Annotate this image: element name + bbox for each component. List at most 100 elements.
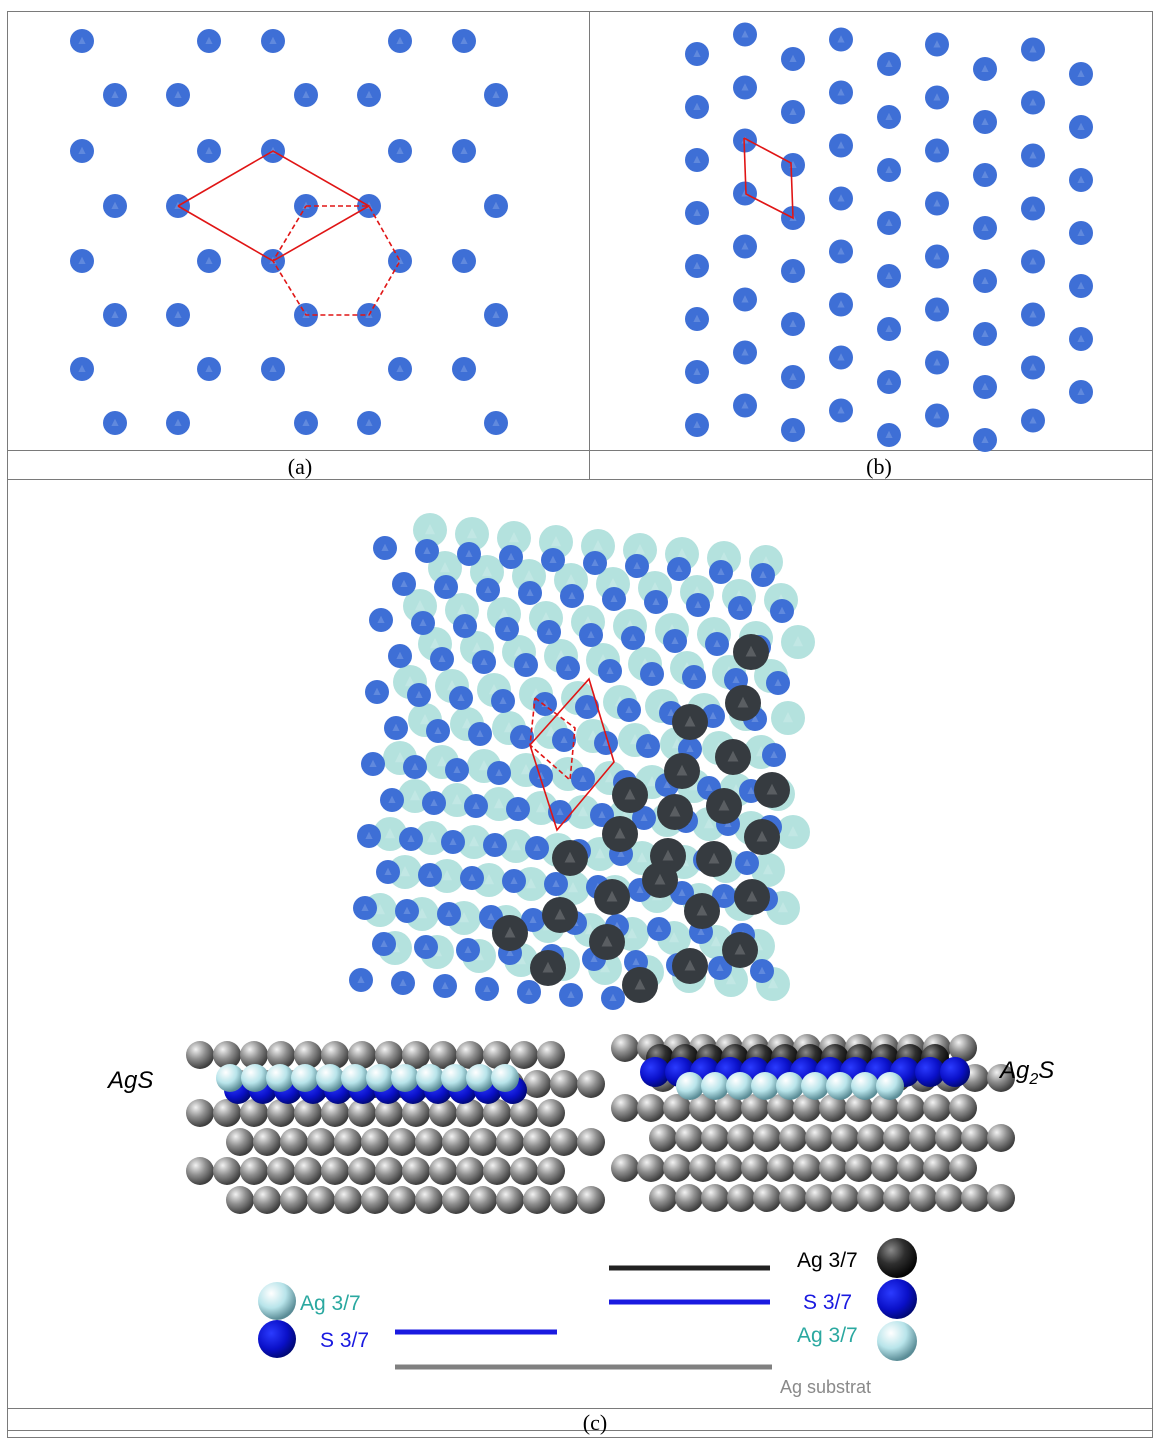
side-silver-light-atom — [416, 1064, 444, 1092]
c-sulfur-atom — [537, 620, 561, 644]
b-sulfur-atom — [829, 27, 853, 52]
a-sulfur-atom — [484, 83, 508, 107]
substrate-atom — [280, 1186, 308, 1214]
substrate-atom — [442, 1186, 470, 1214]
substrate-atom — [753, 1184, 781, 1212]
side-silver-light-atom — [391, 1064, 419, 1092]
c-sulfur-atom — [391, 971, 415, 995]
c-sulfur-atom — [552, 728, 576, 752]
b-sulfur-atom — [1069, 221, 1093, 245]
substrate-atom — [388, 1128, 416, 1156]
c-silver-top-atom — [776, 815, 810, 849]
substrate-atom — [935, 1124, 963, 1152]
substrate-atom — [909, 1184, 937, 1212]
legend-right-ag-dark-sphere — [877, 1238, 917, 1278]
c-sulfur-atom — [617, 698, 641, 722]
c-sulfur-atom — [403, 755, 427, 779]
b-sulfur-atom — [685, 42, 709, 66]
b-sulfur-atom — [685, 95, 709, 119]
substrate-atom — [402, 1099, 430, 1127]
c-sulfur-atom — [415, 539, 439, 563]
substrate-atom — [483, 1041, 511, 1069]
substrate-atom — [213, 1041, 241, 1069]
c-sulfur-atom — [376, 860, 400, 884]
substrate-atom — [767, 1094, 795, 1122]
a-sulfur-atom — [70, 29, 94, 53]
substrate-atom — [923, 1154, 951, 1182]
a-sulfur-atom — [484, 411, 508, 435]
substrate-atom — [949, 1094, 977, 1122]
b-sulfur-atom — [973, 375, 997, 399]
substrate-atom — [537, 1157, 565, 1185]
legend-right-ag-light-sphere — [877, 1321, 917, 1361]
c-sulfur-atom — [418, 863, 442, 887]
c-sulfur-atom — [632, 806, 656, 830]
caption-b: (b) — [866, 454, 892, 479]
substrate-atom — [987, 1064, 1015, 1092]
legend-substrate: Ag substrat — [780, 1377, 872, 1397]
c-sulfur-atom — [708, 956, 732, 980]
a-sulfur-atom — [452, 249, 476, 273]
side-silver-light-atom — [366, 1064, 394, 1092]
c-sulfur-atom — [495, 617, 519, 641]
b-sulfur-atom — [925, 32, 949, 57]
a-sulfur-atom — [452, 29, 476, 53]
substrate-atom — [456, 1099, 484, 1127]
b-sulfur-atom — [685, 307, 709, 331]
panel-b-lattice — [685, 22, 1093, 452]
side-silver-light-atom — [491, 1064, 519, 1092]
b-sulfur-atom — [781, 100, 805, 124]
substrate-atom — [689, 1154, 717, 1182]
a-sulfur-atom — [388, 357, 412, 381]
b-sulfur-atom — [829, 80, 853, 105]
substrate-atom — [429, 1099, 457, 1127]
legend-left-ag: Ag 3/7 — [300, 1292, 361, 1315]
b-sulfur-atom — [1069, 380, 1093, 404]
substrate-atom — [577, 1070, 605, 1098]
substrate-atom — [334, 1186, 362, 1214]
c-sulfur-atom — [762, 743, 786, 767]
substrate-atom — [701, 1184, 729, 1212]
a-sulfur-atom — [197, 249, 221, 273]
substrate-atom — [871, 1154, 899, 1182]
substrate-atom — [402, 1157, 430, 1185]
legend-left-s: S 3/7 — [320, 1329, 370, 1352]
c-sulfur-atom — [502, 869, 526, 893]
c-sulfur-atom — [395, 899, 419, 923]
panel-a-lattice — [70, 29, 508, 435]
substrate-atom — [334, 1128, 362, 1156]
c-sulfur-atom — [705, 632, 729, 656]
b-sulfur-atom — [925, 350, 949, 375]
c-sulfur-atom — [712, 884, 736, 908]
a-sulfur-atom — [103, 83, 127, 107]
c-silver-top-atom — [388, 855, 422, 889]
substrate-atom — [375, 1041, 403, 1069]
a-sulfur-atom — [70, 139, 94, 163]
c-sulfur-atom — [349, 968, 373, 992]
c-sulfur-atom — [437, 902, 461, 926]
substrate-atom — [577, 1186, 605, 1214]
c-sulfur-atom — [544, 872, 568, 896]
a-sulfur-atom — [452, 357, 476, 381]
b-sulfur-atom — [781, 312, 805, 336]
substrate-atom — [537, 1099, 565, 1127]
c-sulfur-atom — [372, 932, 396, 956]
b-sulfur-atom — [1021, 355, 1045, 380]
substrate-atom — [361, 1186, 389, 1214]
a-sulfur-atom — [166, 303, 190, 327]
b-sulfur-atom — [877, 317, 901, 341]
substrate-atom — [550, 1128, 578, 1156]
b-sulfur-atom — [1021, 37, 1045, 62]
substrate-atom — [779, 1124, 807, 1152]
b-sulfur-atom — [925, 138, 949, 163]
c-sulfur-atom — [625, 554, 649, 578]
c-sulfur-atom — [621, 626, 645, 650]
c-sulfur-atom — [647, 917, 671, 941]
substrate-atom — [550, 1070, 578, 1098]
legend-graphics — [258, 1238, 917, 1370]
substrate-atom — [805, 1184, 833, 1212]
b-sulfur-atom — [733, 393, 757, 418]
side-silver-light-atom — [316, 1064, 344, 1092]
c-sulfur-atom — [559, 983, 583, 1007]
panel-c-lattice — [349, 513, 815, 1010]
